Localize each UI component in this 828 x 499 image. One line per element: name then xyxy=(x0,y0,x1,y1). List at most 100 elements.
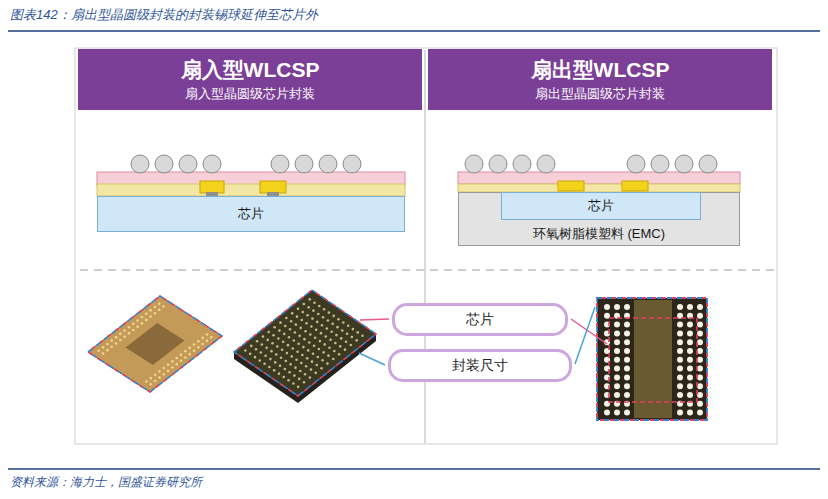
ball-dot xyxy=(305,322,308,325)
ball-dot xyxy=(614,330,620,336)
ball-dot xyxy=(310,368,313,371)
ball-dot xyxy=(333,350,336,353)
ball-dot xyxy=(320,367,323,370)
pad-dot xyxy=(180,360,183,363)
ball-dot xyxy=(295,323,298,326)
chip-die: 芯片 xyxy=(97,196,405,232)
ball-dot xyxy=(278,372,281,375)
solder-ball xyxy=(699,155,717,173)
ball-dot xyxy=(322,316,325,319)
pad-dot xyxy=(162,373,165,376)
ball-dot xyxy=(283,333,286,336)
ball-dot xyxy=(298,378,301,381)
ball-dot xyxy=(339,345,342,348)
ball-dot xyxy=(314,337,317,340)
pad-dot xyxy=(115,342,118,345)
pad-dot xyxy=(119,339,122,342)
pad-dot xyxy=(106,349,109,352)
package-outline xyxy=(88,296,222,392)
ball-dot xyxy=(288,371,291,374)
ball-dot xyxy=(677,330,683,336)
redistribution-layer xyxy=(97,184,405,196)
ball-dot xyxy=(624,383,630,389)
ball-dot xyxy=(282,341,285,344)
pad-dot xyxy=(106,343,109,346)
ball-dot xyxy=(301,354,304,357)
pad-dot xyxy=(115,336,118,339)
package-outline xyxy=(88,296,222,392)
pad-dot xyxy=(110,339,113,342)
pad-dot xyxy=(175,357,178,360)
ball-dot xyxy=(289,363,292,366)
pad-dot xyxy=(171,366,174,369)
ball-dot xyxy=(687,348,693,354)
ball-dot xyxy=(268,366,271,369)
ball-dot xyxy=(277,337,280,340)
ball-dot xyxy=(310,325,313,328)
ball-dot xyxy=(344,348,347,351)
ball-dot xyxy=(308,298,311,301)
ball-dot xyxy=(320,332,323,335)
ball-dot xyxy=(264,355,267,358)
source-caption: 资料来源：海力士，国盛证券研究所 xyxy=(10,475,202,489)
ball-dot xyxy=(272,334,275,337)
ball-dot xyxy=(351,336,354,339)
ball-dot xyxy=(687,322,693,328)
ball-dot xyxy=(294,331,297,334)
ball-dot xyxy=(687,392,693,398)
ball-dot xyxy=(335,334,338,337)
ball-dot xyxy=(342,321,345,324)
pad-dot xyxy=(136,325,139,328)
ball-dot xyxy=(614,357,620,363)
ball-dot xyxy=(614,374,620,380)
pad-dot xyxy=(123,335,126,338)
ball-dot xyxy=(255,348,258,351)
ball-dot xyxy=(278,329,281,332)
ball-dot xyxy=(697,348,703,354)
ball-dot xyxy=(677,348,683,354)
ball-dot xyxy=(269,358,272,361)
ball-dot xyxy=(338,353,341,356)
ball-dot xyxy=(279,321,282,324)
solder-ball xyxy=(675,155,693,173)
ball-dot xyxy=(295,358,298,361)
pad-dot xyxy=(136,319,139,322)
ball-dot xyxy=(312,352,315,355)
pad-dot xyxy=(210,336,213,339)
ball-dot xyxy=(311,360,314,363)
ball-dot xyxy=(624,339,630,345)
ball-dot xyxy=(326,362,329,365)
ball-dot xyxy=(697,392,703,398)
ball-dot xyxy=(299,370,302,373)
leader-line xyxy=(575,307,595,364)
ball-dot xyxy=(624,348,630,354)
pad-dot xyxy=(184,350,187,353)
leader-line xyxy=(359,353,385,365)
ball-dot xyxy=(282,376,285,379)
ball-dot xyxy=(303,338,306,341)
solder-ball xyxy=(489,155,507,173)
ball-dot xyxy=(273,369,276,372)
ball-dot xyxy=(332,315,335,318)
ball-dot xyxy=(296,350,299,353)
pad-dot xyxy=(184,356,187,359)
ball-dot xyxy=(291,312,294,315)
ball-dot xyxy=(687,410,693,416)
ball-dot xyxy=(614,348,620,354)
pad-dot xyxy=(150,383,153,386)
ball-dot xyxy=(677,357,683,363)
node-label: 环氧树脂模塑料 (EMC) xyxy=(533,226,665,242)
package-die-area xyxy=(126,323,185,365)
ball-dot xyxy=(624,374,630,380)
ball-dot xyxy=(331,323,334,326)
ball-dot xyxy=(303,303,306,306)
ball-dot xyxy=(677,374,683,380)
package-outline xyxy=(234,290,376,396)
ball-dot xyxy=(244,349,247,352)
ball-dot xyxy=(302,311,305,314)
ball-dot xyxy=(614,383,620,389)
pad-dot xyxy=(149,309,152,312)
ball-dot xyxy=(697,374,703,380)
ball-dot xyxy=(313,344,316,347)
ball-dot xyxy=(697,339,703,345)
